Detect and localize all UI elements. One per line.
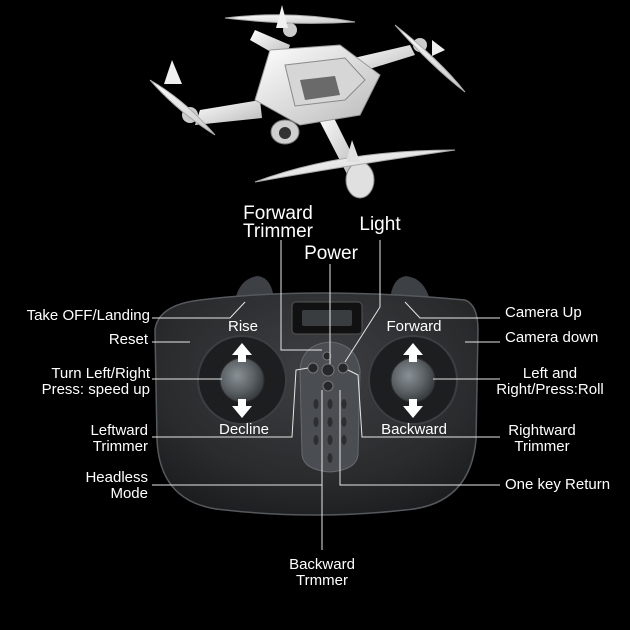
label-camera-up: Camera Up: [505, 304, 582, 321]
forward-trim-button: [322, 351, 332, 361]
shoulder-button-right: [390, 276, 430, 300]
down-arrow-icon: [232, 399, 252, 418]
label-forward: Forward: [386, 318, 442, 335]
label-rise: Rise: [227, 318, 258, 335]
label-turn-left-right: Turn Left/Right Press: speed up: [41, 365, 150, 398]
label-camera-down: Camera down: [505, 329, 599, 346]
label-one-key-return: One key Return: [505, 476, 611, 493]
light-button: [337, 362, 349, 374]
down-arrow-icon: [403, 399, 423, 418]
label-leftward-trimmer: Leftward Trimmer: [90, 422, 148, 455]
right-joystick: [368, 335, 458, 425]
up-arrow-icon: [232, 343, 252, 362]
label-decline: Decline: [218, 421, 270, 438]
leader-lines: [152, 240, 500, 550]
left-joystick: [197, 335, 287, 425]
label-left-right-roll: Left and Right/Press:Roll: [496, 365, 604, 398]
label-power: Power: [304, 243, 358, 264]
label-reset: Reset: [108, 331, 148, 348]
label-light: Light: [359, 214, 401, 235]
controller-image: [154, 276, 479, 516]
label-backward-trimmer: Backward Trmmer: [289, 556, 355, 589]
headless-button: [322, 380, 334, 392]
label-backward: Backward: [381, 421, 447, 438]
left-trim-button: [307, 362, 319, 374]
label-take-off-landing: Take OFF/Landing: [26, 307, 150, 324]
label-forward-trimmer: Forward Trimmer: [243, 203, 313, 242]
label-headless-mode: Headless Mode: [85, 469, 148, 502]
power-button: [321, 363, 335, 377]
up-arrow-icon: [403, 343, 423, 362]
drone-image: [149, 5, 466, 199]
label-rightward-trimmer: Rightward Trimmer: [508, 422, 576, 455]
